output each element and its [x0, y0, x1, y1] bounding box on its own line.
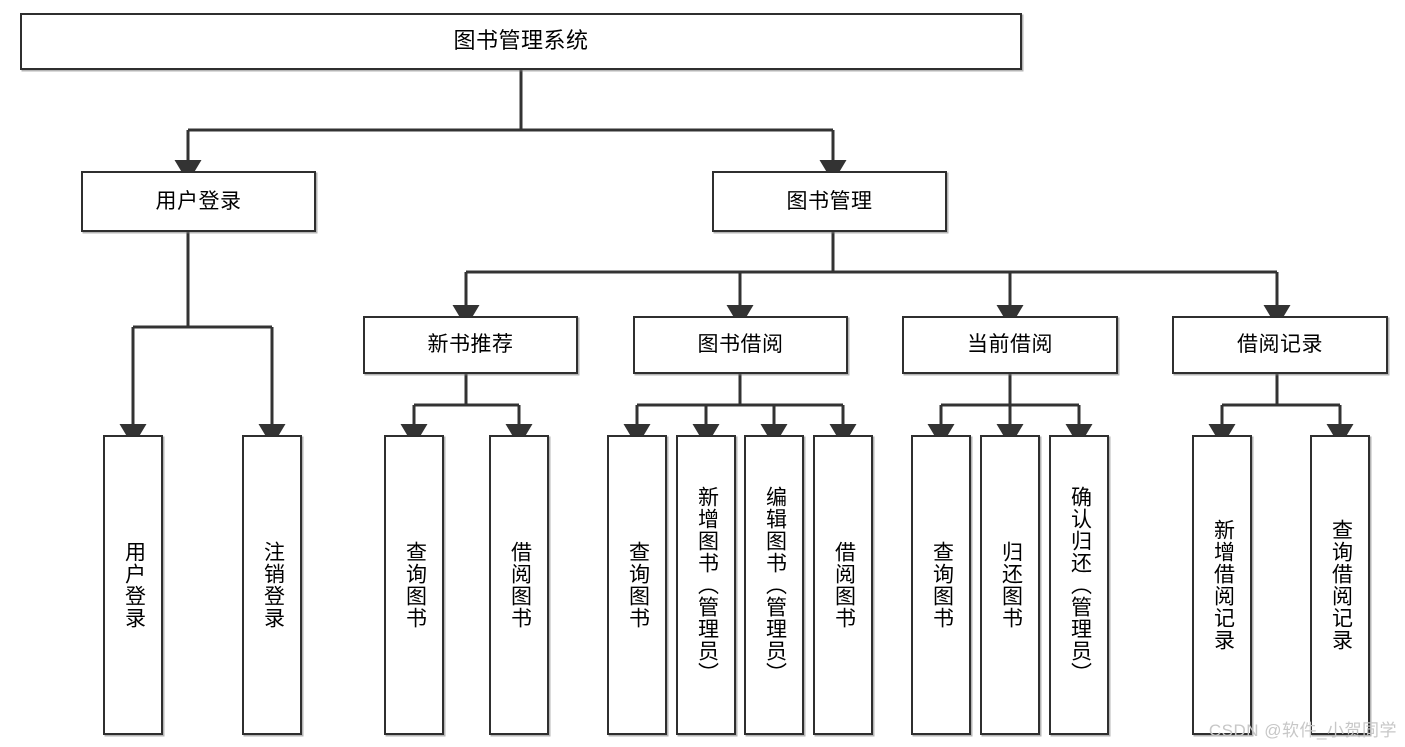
node-label: 借阅图书	[832, 541, 856, 629]
leaf-book-borrow-add-book-admin[interactable]: 新增图书（管理员）	[676, 435, 736, 735]
node-label: 图书管理	[786, 189, 873, 213]
node-label: 借阅图书	[508, 541, 532, 629]
node-user-login[interactable]: 用户登录	[81, 171, 316, 232]
node-new-book-recommend[interactable]: 新书推荐	[363, 316, 578, 374]
leaf-current-borrow-confirm-return-admin[interactable]: 确认归还（管理员）	[1049, 435, 1109, 735]
leaf-book-borrow-borrow-book[interactable]: 借阅图书	[813, 435, 873, 735]
node-book-borrow[interactable]: 图书借阅	[633, 316, 848, 374]
node-label: 借阅记录	[1237, 333, 1323, 357]
leaf-user-login-logout[interactable]: 注销登录	[242, 435, 302, 735]
node-label: 图书管理系统	[453, 28, 589, 54]
leaf-current-borrow-query-book[interactable]: 查询图书	[911, 435, 971, 735]
node-current-borrow[interactable]: 当前借阅	[902, 316, 1118, 374]
node-label: 新书推荐	[427, 333, 514, 357]
node-borrow-record[interactable]: 借阅记录	[1172, 316, 1388, 374]
node-label: 查询图书	[626, 541, 650, 629]
node-root-book-management-system[interactable]: 图书管理系统	[20, 13, 1022, 70]
node-label: 用户登录	[155, 189, 242, 213]
leaf-borrow-record-query-record[interactable]: 查询借阅记录	[1310, 435, 1370, 735]
node-label: 查询图书	[930, 541, 954, 629]
node-label: 归还图书	[999, 541, 1023, 629]
leaf-book-borrow-query-book[interactable]: 查询图书	[607, 435, 667, 735]
node-label: 新增图书（管理员）	[695, 486, 719, 684]
leaf-new-book-query-book[interactable]: 查询图书	[384, 435, 444, 735]
leaf-current-borrow-return-book[interactable]: 归还图书	[980, 435, 1040, 735]
node-label: 编辑图书（管理员）	[763, 486, 787, 684]
node-label: 新增借阅记录	[1211, 519, 1235, 651]
leaf-book-borrow-edit-book-admin[interactable]: 编辑图书（管理员）	[744, 435, 804, 735]
node-label: 确认归还（管理员）	[1068, 486, 1092, 684]
leaf-borrow-record-add-record[interactable]: 新增借阅记录	[1192, 435, 1252, 735]
node-book-management[interactable]: 图书管理	[712, 171, 947, 232]
leaf-user-login-login[interactable]: 用户登录	[103, 435, 163, 735]
node-label: 注销登录	[261, 541, 285, 629]
node-label: 查询借阅记录	[1329, 519, 1353, 651]
node-label: 当前借阅	[967, 333, 1053, 357]
leaf-new-book-borrow-book[interactable]: 借阅图书	[489, 435, 549, 735]
node-label: 用户登录	[122, 541, 146, 629]
node-label: 查询图书	[403, 541, 427, 629]
node-label: 图书借阅	[697, 333, 784, 357]
